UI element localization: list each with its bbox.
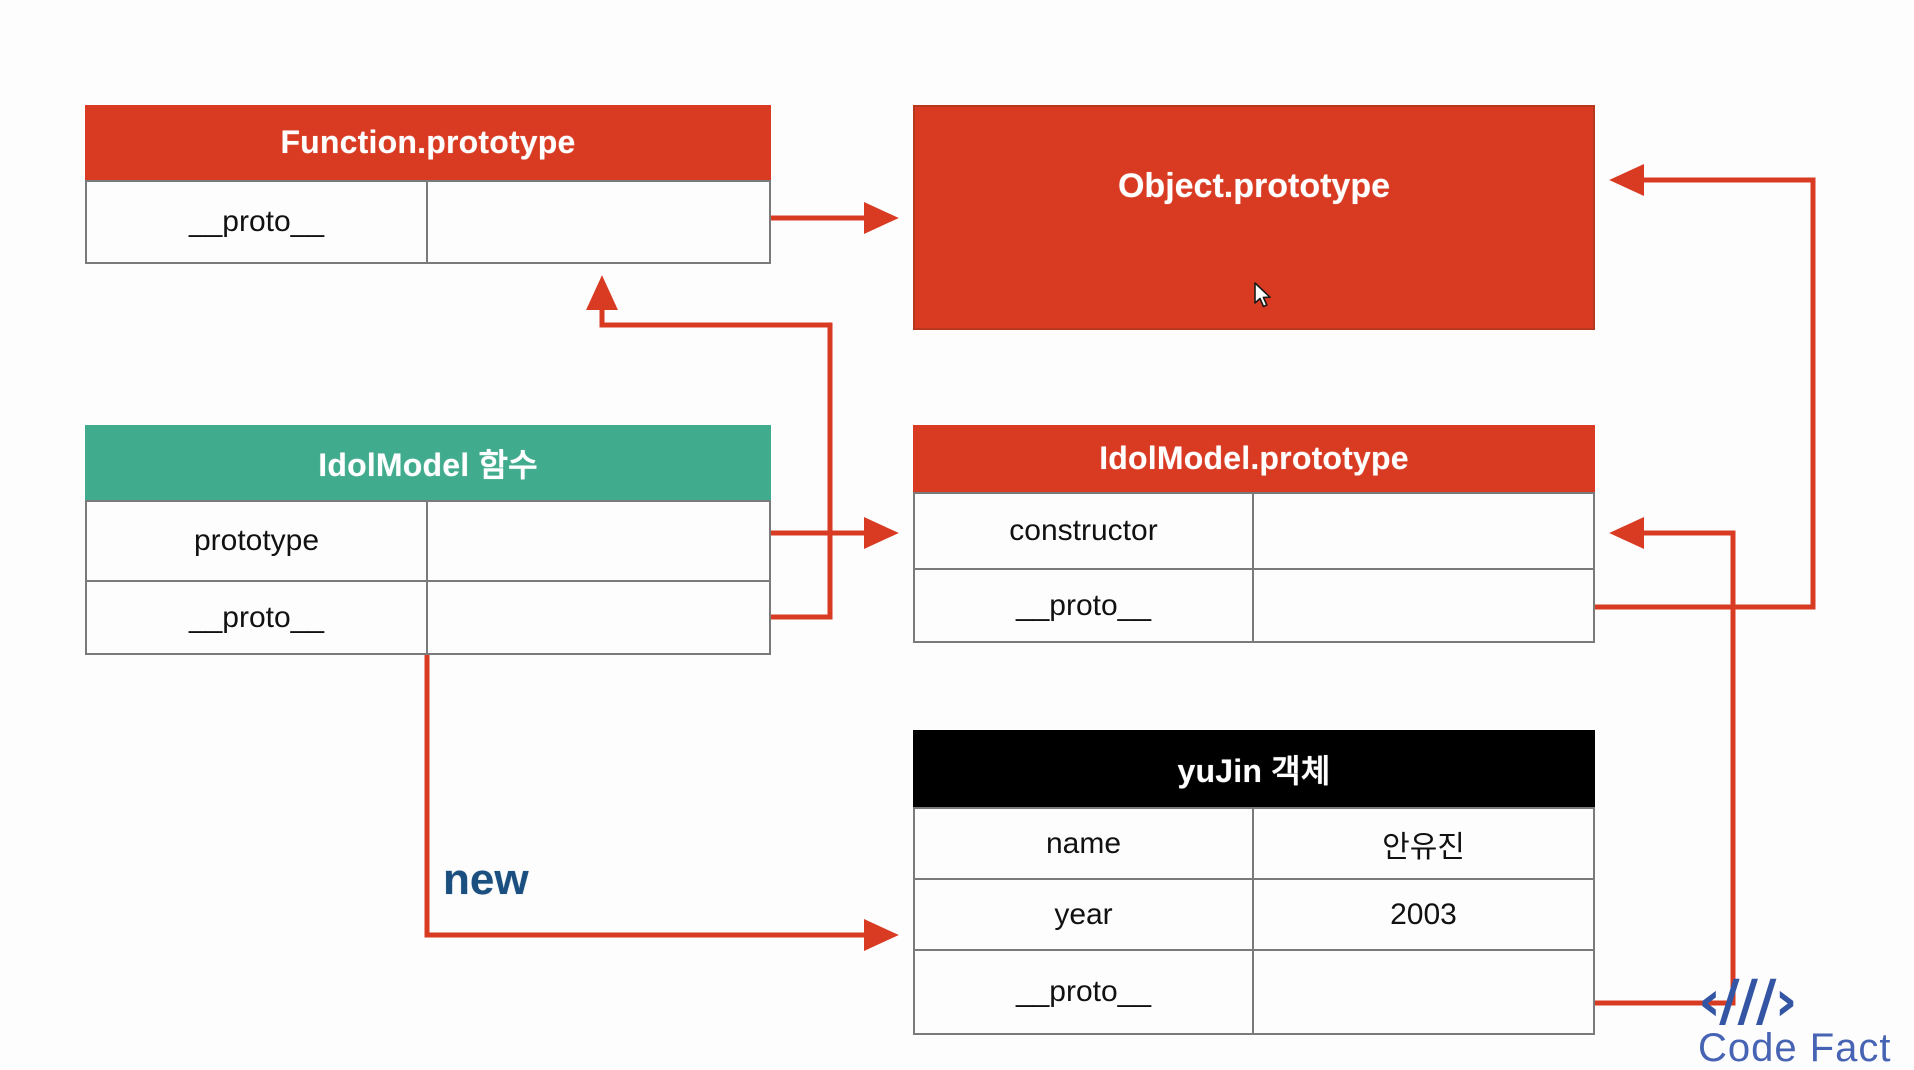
card-idolmodel-prototype: IdolModel.prototype constructor __proto_… (913, 425, 1595, 643)
row-value: 안유진 (1382, 830, 1465, 864)
table-row: __proto__ (913, 570, 1595, 643)
code-factory-watermark: ‹///› Code Fact (1698, 975, 1914, 1068)
table-row: prototype (85, 500, 771, 582)
table-row: name 안유진 (913, 807, 1595, 880)
row-key: constructor (915, 494, 1254, 568)
row-key: __proto__ (87, 182, 428, 262)
row-key: __proto__ (87, 582, 428, 653)
row-value (428, 502, 769, 580)
card-function-prototype: Function.prototype __proto__ (85, 105, 771, 264)
card-header-idolmodel-function: IdolModel 함수 (85, 425, 771, 500)
mouse-cursor-icon (1254, 282, 1271, 308)
row-key: __proto__ (915, 570, 1254, 641)
row-value (428, 182, 769, 262)
card-idolmodel-function: IdolModel 함수 prototype __proto__ (85, 425, 771, 655)
card-yujin-object: yuJin 객체 name 안유진 year 2003 __proto__ (913, 730, 1595, 1035)
card-header-function-prototype: Function.prototype (85, 105, 771, 180)
row-value (1254, 951, 1593, 1033)
row-value: 2003 (1390, 897, 1457, 931)
table-row: __proto__ (913, 951, 1595, 1035)
row-value (1254, 494, 1593, 568)
row-value (1254, 570, 1593, 641)
table-row: __proto__ (85, 180, 771, 264)
row-key: prototype (87, 502, 428, 580)
table-row: constructor (913, 492, 1595, 570)
row-key: name (915, 809, 1254, 878)
row-key: __proto__ (915, 951, 1254, 1033)
annotation-new: new (443, 855, 529, 904)
watermark-label: Code Fact (1698, 1026, 1892, 1068)
code-brackets-icon: ‹///› (1698, 974, 1798, 1034)
card-header-yujin-object: yuJin 객체 (913, 730, 1595, 807)
row-value (428, 582, 769, 653)
card-header-idolmodel-prototype: IdolModel.prototype (913, 425, 1595, 492)
card-object-prototype: Object.prototype (913, 105, 1595, 330)
table-row: year 2003 (913, 880, 1595, 951)
table-row: __proto__ (85, 582, 771, 655)
row-key: year (915, 880, 1254, 949)
card-header-object-prototype: Object.prototype (1117, 167, 1391, 205)
